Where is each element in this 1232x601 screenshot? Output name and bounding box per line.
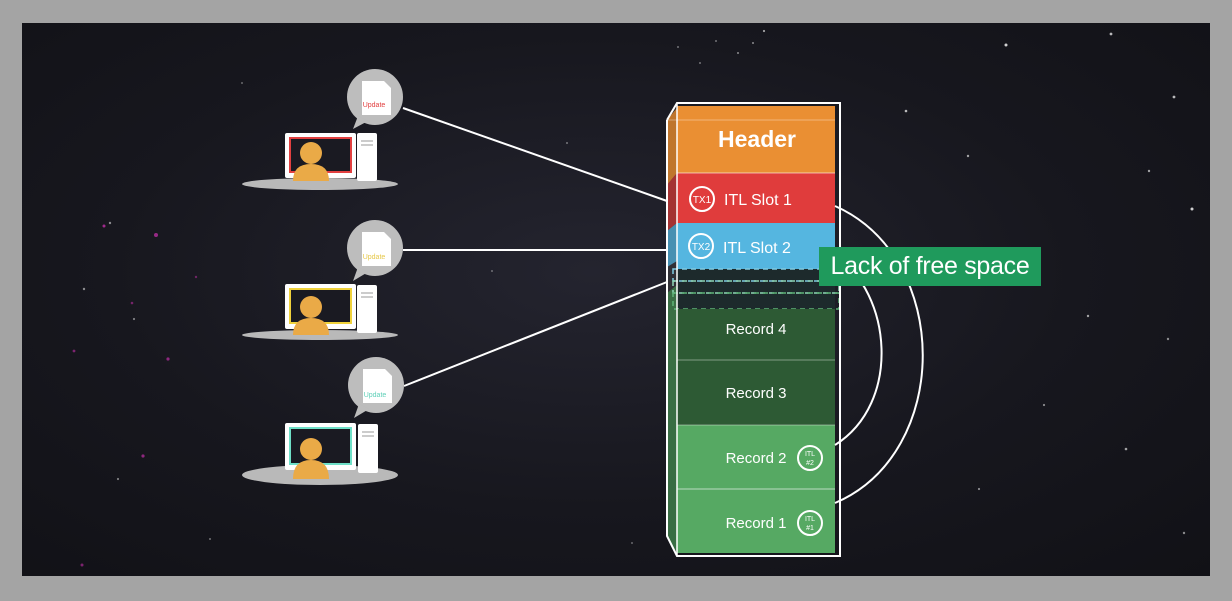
client-workstation-3: Update: [242, 357, 404, 485]
tx2-badge-label: TX2: [692, 242, 711, 253]
person-head: [300, 296, 322, 318]
star: [130, 301, 134, 305]
star: [154, 233, 158, 237]
star: [116, 477, 120, 481]
star: [108, 221, 112, 225]
itl-slot-2-label: ITL Slot 2: [723, 240, 791, 257]
star: [966, 154, 970, 158]
document-icon: [362, 232, 391, 266]
star: [1147, 169, 1151, 173]
client-workstation-1: Update: [242, 69, 403, 190]
star: [566, 142, 568, 144]
star: [737, 52, 739, 54]
tx2-badge: [688, 233, 714, 259]
itl-slot-2: [677, 223, 835, 269]
record-3-label: Record 3: [726, 385, 787, 402]
lacking-space-region: [677, 269, 835, 309]
star: [752, 42, 754, 44]
update-label: Update: [363, 102, 386, 109]
record-1: [677, 489, 835, 553]
star: [1124, 447, 1128, 451]
update-label: Update: [364, 392, 387, 399]
connector-client-1: [402, 107, 668, 202]
star: [715, 40, 717, 42]
block-side-face-header: [667, 108, 677, 185]
record-4-label: Record 4: [726, 321, 787, 338]
star: [1086, 314, 1090, 318]
person-body: [293, 318, 329, 335]
person-head: [300, 142, 322, 164]
star: [491, 270, 493, 272]
update-label: Update: [363, 254, 386, 261]
itl-2-badge: [797, 445, 823, 471]
computer-tower: [357, 285, 377, 333]
connector-client-3: [403, 281, 668, 387]
itl-2-badge-bottom: #2: [806, 460, 814, 467]
star: [1109, 32, 1113, 36]
star: [241, 82, 243, 84]
record-3: [677, 360, 835, 425]
person-head: [300, 438, 322, 460]
itl-1-badge-top: ITL: [805, 516, 815, 523]
block-side-face-slot1: [667, 173, 677, 231]
star: [1004, 43, 1008, 47]
header-section: [677, 106, 835, 173]
star: [194, 275, 198, 279]
star: [762, 29, 766, 33]
star: [141, 454, 145, 458]
record-1-label: Record 1: [726, 515, 787, 532]
star: [1166, 337, 1170, 341]
block-side-face-slot2: [667, 223, 677, 267]
star: [677, 46, 679, 48]
star: [631, 542, 633, 544]
block-side-face-records: [667, 285, 677, 553]
client-workstation-2: Update: [242, 220, 403, 340]
speech-bubble-tail: [353, 267, 368, 281]
star: [699, 62, 701, 64]
itl-slot-1-label: ITL Slot 1: [724, 192, 792, 209]
itl-1-badge: [797, 510, 823, 536]
star: [82, 287, 86, 291]
diagram-canvas: Update Update: [22, 23, 1210, 576]
star: [1182, 531, 1186, 535]
star: [72, 349, 76, 353]
record-2: [677, 425, 835, 489]
star: [904, 109, 908, 113]
record-2-label: Record 2: [726, 450, 787, 467]
document-icon: [363, 369, 392, 403]
star: [1190, 207, 1194, 211]
itl-1-badge-bottom: #1: [806, 525, 814, 532]
lack-of-free-space-callout: Lack of free space: [819, 247, 1041, 286]
itl-slot-1: [677, 173, 835, 223]
star: [1042, 403, 1046, 407]
star: [209, 538, 211, 540]
data-block: Header TX1 ITL Slot 1 TX2 ITL Slot 2 Rec…: [666, 102, 841, 557]
speech-bubble-tail: [354, 404, 369, 418]
document-icon: [362, 81, 391, 115]
star: [132, 317, 136, 321]
speech-bubble-tail: [353, 116, 368, 129]
star-field: [72, 29, 1194, 567]
computer-tower: [357, 133, 377, 181]
star: [977, 487, 981, 491]
star: [166, 357, 170, 361]
tx1-badge-label: TX1: [693, 195, 712, 206]
record-4: [677, 309, 835, 360]
tx1-badge: [689, 186, 715, 212]
star: [80, 563, 84, 567]
person-body: [293, 460, 329, 479]
header-label: Header: [718, 126, 796, 152]
star: [102, 224, 106, 228]
star: [1172, 95, 1176, 99]
person-body: [293, 164, 329, 181]
itl-reference-arc-slot1-record1: [834, 205, 924, 504]
diagram-svg: Update Update: [72, 29, 1194, 567]
itl-2-badge-top: ITL: [805, 451, 815, 458]
